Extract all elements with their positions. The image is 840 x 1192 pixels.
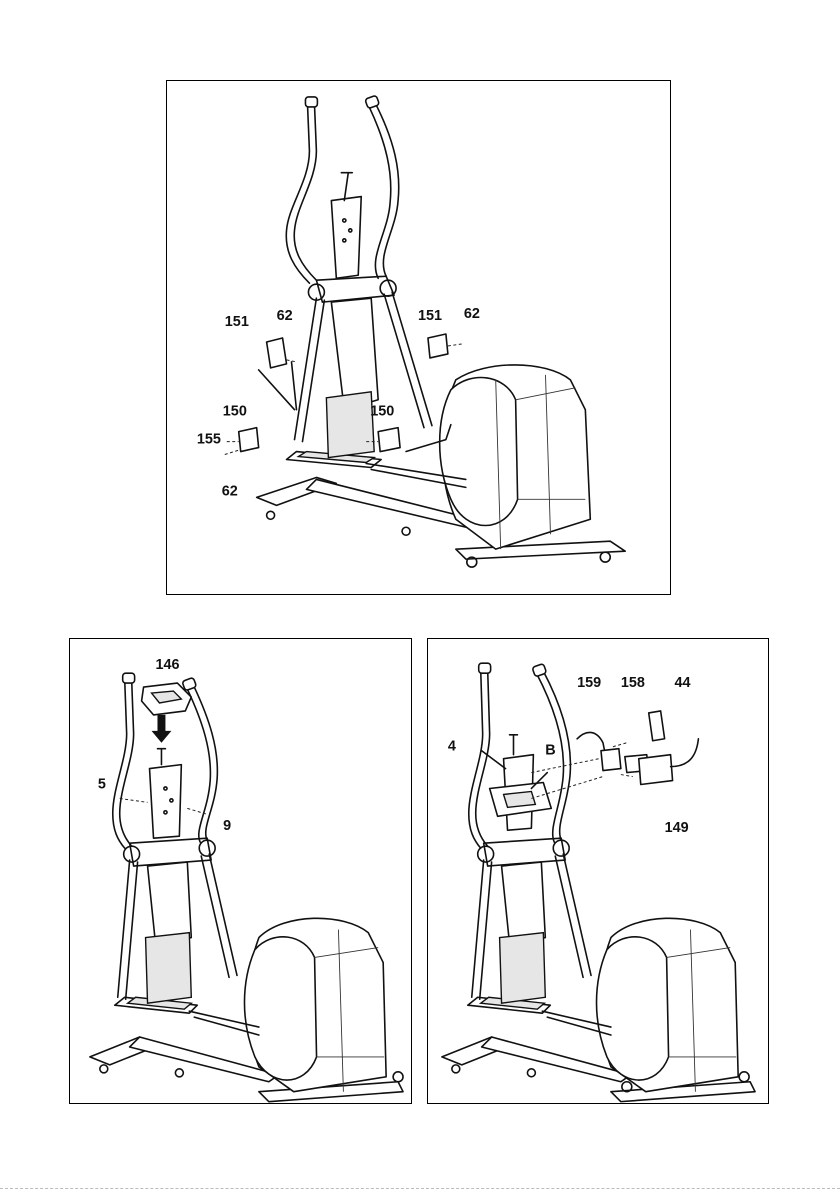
left-handle-cap bbox=[305, 97, 317, 107]
part-150-right bbox=[378, 428, 400, 452]
callout-146: 146 bbox=[155, 657, 179, 673]
column-boot bbox=[146, 933, 192, 1004]
column-hub bbox=[130, 838, 212, 866]
callout-151-left: 151 bbox=[225, 314, 249, 330]
callout-62-top-left: 62 bbox=[277, 308, 293, 324]
callout-5: 5 bbox=[98, 776, 106, 792]
callout-158: 158 bbox=[621, 675, 645, 691]
console-bolt bbox=[157, 749, 165, 765]
foot-leveler bbox=[267, 511, 275, 519]
assembly-figure-bottom-left: 146 5 9 bbox=[69, 638, 412, 1104]
elliptical-diagram-bottom-right: 159 158 44 4 B 149 bbox=[428, 639, 768, 1103]
callout-155: 155 bbox=[197, 432, 221, 448]
part-151-left bbox=[267, 338, 287, 368]
flywheel-cover-side bbox=[244, 937, 316, 1080]
left-lower-arm bbox=[472, 860, 492, 999]
wheel bbox=[600, 552, 610, 562]
column-hub bbox=[316, 276, 394, 302]
callout-159: 159 bbox=[577, 675, 601, 691]
callout-9: 9 bbox=[223, 818, 231, 834]
console-mast bbox=[331, 197, 361, 279]
foot-leveler bbox=[402, 527, 410, 535]
right-lower-arm bbox=[201, 854, 237, 977]
left-handlebar bbox=[476, 669, 490, 846]
left-lower-arm bbox=[118, 860, 138, 999]
callout-150-right: 150 bbox=[370, 404, 394, 420]
elliptical-diagram-bottom-left: 146 5 9 bbox=[70, 639, 411, 1103]
column-boot bbox=[326, 392, 374, 458]
left-lower-arm bbox=[294, 298, 324, 441]
part-149 bbox=[639, 755, 673, 785]
callout-4: 4 bbox=[448, 739, 456, 755]
assembly-figure-top: 151 62 151 62 150 150 155 62 bbox=[166, 80, 671, 595]
callout-44: 44 bbox=[675, 675, 691, 691]
callout-150-left: 150 bbox=[223, 404, 247, 420]
column-boot bbox=[500, 933, 546, 1004]
main-column bbox=[502, 862, 546, 944]
left-handlebar bbox=[294, 103, 316, 280]
down-arrow-icon bbox=[152, 715, 172, 743]
part-150-left bbox=[239, 428, 259, 452]
callout-151-right: 151 bbox=[418, 308, 442, 324]
right-lower-arm bbox=[555, 854, 591, 977]
console-mast bbox=[150, 765, 182, 839]
right-handlebar bbox=[194, 687, 217, 840]
part-44 bbox=[649, 711, 665, 741]
callout-62-right: 62 bbox=[464, 306, 480, 322]
callout-149: 149 bbox=[665, 820, 689, 836]
elliptical-diagram-top: 151 62 151 62 150 150 155 62 bbox=[167, 81, 670, 594]
console-bolt bbox=[344, 173, 348, 201]
assembly-figure-bottom-right: 159 158 44 4 B 149 bbox=[427, 638, 769, 1104]
part-151-right bbox=[428, 334, 448, 358]
column-hub bbox=[484, 838, 566, 866]
part-159 bbox=[601, 749, 621, 771]
callout-B: B bbox=[545, 743, 555, 759]
page-bottom-edge bbox=[0, 1188, 840, 1189]
flywheel-cover-side bbox=[597, 937, 669, 1080]
console-bolt bbox=[510, 735, 518, 755]
callout-62-bottom: 62 bbox=[222, 483, 238, 499]
leader-line bbox=[259, 362, 297, 410]
main-column bbox=[148, 862, 192, 944]
